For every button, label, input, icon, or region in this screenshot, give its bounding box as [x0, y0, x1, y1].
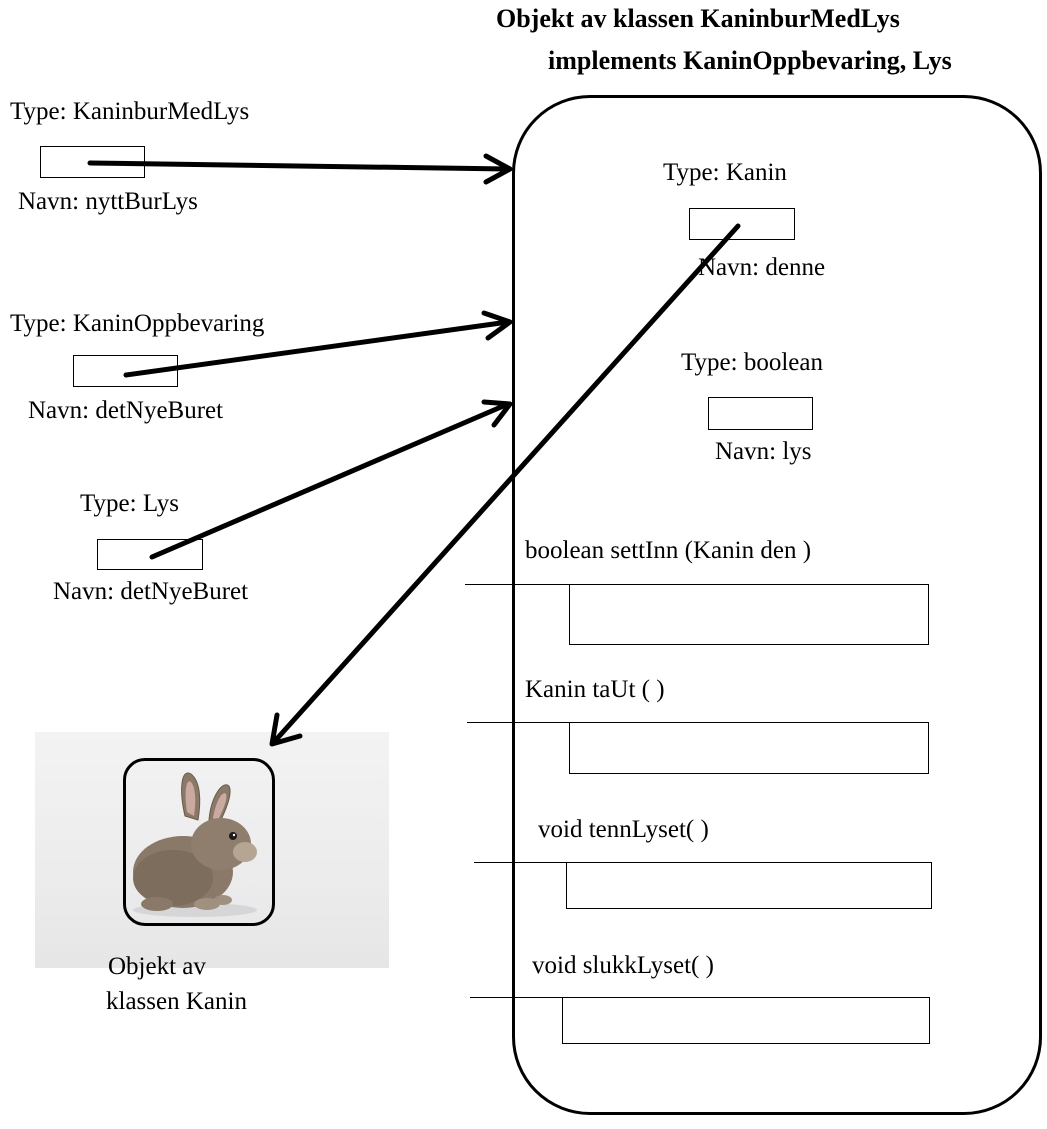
- arrow-ref2-to-object: [123, 319, 511, 378]
- object-title-line2: implements KaninOppbevaring, Lys: [548, 46, 952, 75]
- method2-signature: Kanin taUt ( ): [525, 676, 665, 703]
- ref1-name-label: Navn: nyttBurLys: [18, 188, 198, 215]
- arrow-ref1-to-object: [87, 160, 511, 172]
- field2-variable-box: [708, 397, 813, 430]
- rabbit-object-frame: [123, 758, 275, 926]
- arrow-denne-to-rabbit: [271, 223, 741, 745]
- ref3-type-label: Type: Lys: [80, 490, 179, 517]
- arrowhead-rabbit: [269, 712, 303, 747]
- rabbit-photo: [35, 732, 389, 968]
- method3-body-box: [566, 862, 932, 909]
- rabbit-caption-line1: Objekt av: [108, 953, 206, 980]
- method1-body-box: [569, 584, 929, 645]
- method4-body-box: [562, 997, 930, 1044]
- ref2-type-label: Type: KaninOppbevaring: [10, 310, 265, 337]
- object-container: [512, 95, 1042, 1115]
- ref1-type-label: Type: KaninburMedLys: [10, 98, 250, 125]
- arrowhead-ref3: [481, 399, 513, 428]
- field1-type-label: Type: Kanin: [663, 159, 787, 186]
- ref2-name-label: Navn: detNyeBuret: [28, 397, 224, 424]
- method4-signature: void slukkLyset( ): [532, 952, 714, 979]
- object-title-line1: Objekt av klassen KaninburMedLys: [496, 4, 900, 33]
- arrowhead-ref1: [483, 153, 513, 185]
- field2-type-label: Type: boolean: [681, 349, 823, 376]
- rabbit-icon: [133, 772, 257, 917]
- ref2-variable-box: [73, 355, 178, 387]
- field2-name-label: Navn: lys: [715, 438, 812, 465]
- arrowhead-ref2: [481, 310, 513, 341]
- field1-name-label: Navn: denne: [698, 254, 826, 281]
- method3-signature: void tennLyset( ): [538, 816, 709, 843]
- rabbit-caption-line2: klassen Kanin: [106, 988, 247, 1015]
- ref3-name-label: Navn: detNyeBuret: [53, 578, 249, 605]
- method2-body-box: [569, 722, 929, 774]
- method1-signature: boolean settInn (Kanin den ): [525, 537, 812, 564]
- field1-variable-box: [689, 208, 795, 240]
- arrow-ref3-to-object: [149, 401, 511, 560]
- ref3-variable-box: [97, 539, 203, 570]
